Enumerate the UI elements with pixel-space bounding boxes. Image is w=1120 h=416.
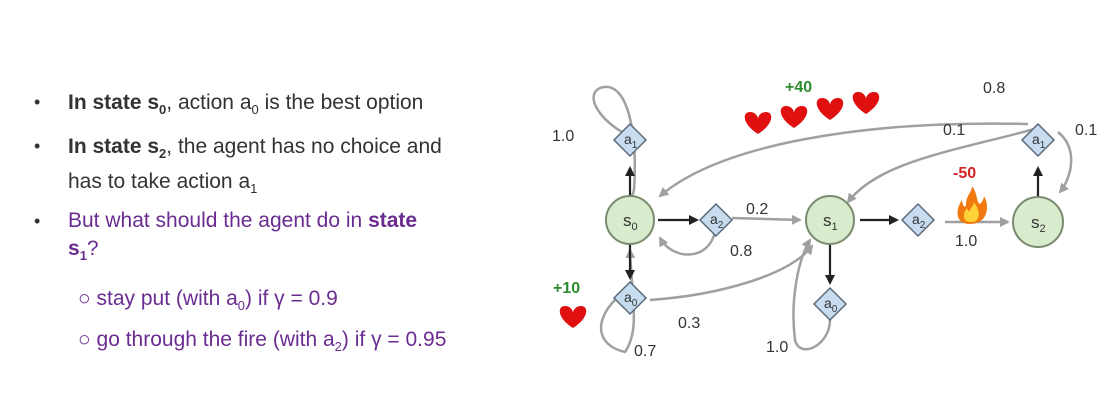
bullet-marker: • [34, 92, 41, 112]
sub-bullet-2: ○ go through the fire (with a2) if γ = 0… [78, 328, 447, 355]
bullet-1: In state s0, action a0 is the best optio… [68, 91, 424, 118]
prob-label: 0.2 [746, 201, 768, 218]
reward-label: +40 [785, 79, 812, 96]
svg-text:s0: s0 [623, 211, 638, 233]
reward-label: +10 [553, 280, 580, 297]
heart-icon [780, 106, 808, 128]
sub-bullet-1: ○ stay put (with a0) if γ = 0.9 [78, 287, 338, 314]
edge-s2a1-s0 [658, 122, 1029, 198]
edge-s2a1-s2 [1057, 131, 1073, 194]
svg-text:s2: s2 [1031, 213, 1046, 235]
heart-icons [559, 92, 880, 328]
state-s2: s2 [1012, 196, 1064, 248]
prob-label: 0.7 [634, 343, 656, 360]
heart-icon [852, 92, 880, 114]
prob-label: 0.1 [1075, 122, 1097, 139]
action-s1-a2: a2 [900, 202, 936, 238]
action-s0-a2: a2 [698, 202, 734, 238]
fire-icon [957, 186, 988, 224]
bullet-marker: • [34, 136, 41, 156]
prob-label: 0.3 [678, 315, 700, 332]
state-s1: s1 [805, 195, 855, 245]
heart-icon [559, 306, 587, 328]
edge-s1a0-s1 [792, 238, 832, 351]
prob-label: 0.1 [943, 122, 965, 139]
prob-label: 1.0 [766, 339, 788, 356]
svg-text:a1: a1 [1032, 131, 1046, 151]
bullet-2: In state s2, the agent has no choice and… [68, 135, 442, 197]
sub-bullet-marker: ○ [78, 287, 91, 310]
edge-s0a2-s1 [731, 214, 802, 225]
reward-label: -50 [953, 165, 976, 182]
svg-text:a1: a1 [624, 131, 638, 151]
prob-label: 1.0 [955, 233, 977, 250]
action-s1-a0: a0 [812, 286, 848, 322]
heart-icon [816, 98, 844, 120]
action-s0-a1: a1 [612, 122, 648, 158]
svg-text:a0: a0 [624, 289, 638, 309]
state-s0: s0 [605, 195, 655, 245]
svg-text:a2: a2 [912, 211, 926, 231]
prob-label: 0.8 [730, 243, 752, 260]
action-s0-a0: a0 [612, 280, 648, 316]
edge-s2a1-s1 [846, 126, 1039, 204]
svg-text:a0: a0 [824, 295, 838, 315]
heart-icon [744, 112, 772, 134]
action-s2-a1: a1 [1020, 122, 1056, 158]
svg-text:s1: s1 [823, 211, 838, 233]
bullet-3: But what should the agent do in state s1… [68, 209, 418, 264]
bullet-list: • In state s0, action a0 is the best opt… [34, 91, 447, 355]
svg-text:a2: a2 [710, 211, 724, 231]
sub-bullet-marker: ○ [78, 328, 91, 351]
prob-label: 1.0 [552, 128, 574, 145]
bullet-marker: • [34, 211, 41, 231]
edge-s0a2-s0 [658, 231, 717, 256]
prob-label: 0.8 [983, 80, 1005, 97]
